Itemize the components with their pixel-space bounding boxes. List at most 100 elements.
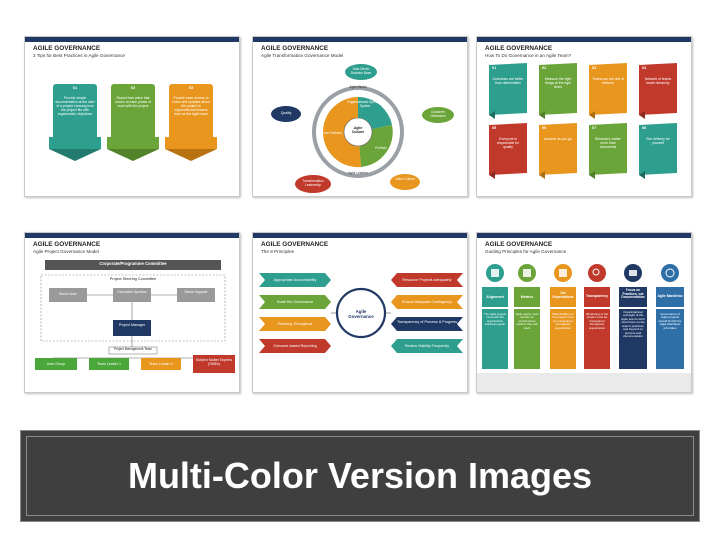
col-6 <box>656 264 684 369</box>
slide-title: AGILE GOVERNANCE <box>261 241 329 248</box>
center-circle <box>335 287 387 339</box>
guiding-principles-graphic <box>477 264 691 392</box>
col-3-head: Set Expectations <box>552 291 574 299</box>
bottom-box-team-1 <box>89 358 129 370</box>
slide-top-bar <box>253 233 467 238</box>
role-label-user: Senior User <box>59 292 77 296</box>
flag-1-number: 01 <box>492 66 497 70</box>
flag-3-text: Teams are the unit of delivery <box>592 77 624 85</box>
flag-6-number: 06 <box>542 126 547 130</box>
flag-4-number: 04 <box>642 66 647 70</box>
flag-row-2 <box>489 123 677 179</box>
role-label-sponsor: Executive/ Sponsor <box>117 290 147 294</box>
col-6-text: Governance of Agile projects should fit … <box>658 312 682 330</box>
slide-thumbnail-1[interactable]: AGILE GOVERNANCE 3 Tips for Best Practic… <box>24 36 240 197</box>
bottom-box-team-2 <box>141 358 181 370</box>
manager-label: Project Manager <box>118 323 146 327</box>
flag-7-number: 07 <box>592 126 597 130</box>
tip-3-shape <box>165 84 217 161</box>
ring-label-leaders: Agile Leaders <box>348 171 368 175</box>
slide-title: AGILE GOVERNANCE <box>33 241 101 248</box>
flag-8-number: 08 <box>642 126 647 130</box>
bottom-box-user-group <box>35 358 77 370</box>
left-arrow-4 <box>259 339 331 353</box>
col-3 <box>550 264 576 369</box>
manager-box <box>113 320 151 336</box>
left-arrow-1 <box>259 273 331 287</box>
flag-8-text: See delivery for yourself <box>646 137 670 145</box>
steering-label: Project Steering Committee <box>109 277 157 281</box>
left-label-2: Scale the Governance <box>276 300 314 304</box>
right-arrow-3 <box>391 317 463 331</box>
principles-graphic <box>259 273 463 353</box>
left-arrow-3 <box>259 317 331 331</box>
col-4-text: Monitoring of the project must be transp… <box>585 312 609 330</box>
outer-node-vision <box>390 174 420 190</box>
inner-label-operating: Organizational Operating System <box>347 100 383 108</box>
left-label-3: Planning Throughout <box>277 322 313 326</box>
bottom-label-sme: Subject Matter Experts (SMEs) <box>195 358 233 367</box>
org-chart-graphic <box>35 260 235 373</box>
col-5-text: Organizational oversight of the Agile te… <box>621 310 645 339</box>
slide-thumbnail-3[interactable]: AGILE GOVERNANCE How To Do Governance in… <box>476 36 692 197</box>
flag-5-text: Everyone is responsible for quality <box>496 137 520 149</box>
slide-title: AGILE GOVERNANCE <box>485 45 553 52</box>
slide-thumbnail-5[interactable]: AGILE GOVERNANCE The 8 Principles Agile … <box>252 232 468 393</box>
role-box-sponsor <box>113 288 151 302</box>
slide-title: AGILE GOVERNANCE <box>261 45 329 52</box>
flags-graphic <box>489 63 677 179</box>
governance-model-graphic <box>271 64 454 193</box>
col-3-text: Stakeholders on the project must be tran… <box>552 312 574 330</box>
center-label: Agile Culture <box>351 126 365 135</box>
tip-2-number: 02 <box>130 85 136 90</box>
right-label-2: Ensure Adequate Contingency <box>402 300 452 304</box>
left-label-4: Outcome-based Reporting <box>273 344 317 348</box>
slide-thumbnail-4[interactable]: AGILE GOVERNANCE Agile Project Governanc… <box>24 232 240 393</box>
slide-title: AGILE GOVERNANCE <box>33 45 101 52</box>
col-1-head: Alignment <box>486 295 504 299</box>
committee-box <box>45 260 221 270</box>
banner-frame <box>26 436 694 516</box>
flag-5-number: 05 <box>492 126 497 130</box>
bottom-label-team-1: Team Leader 1 <box>97 362 121 366</box>
col-5-head: Focus on Practices, not Documentation <box>621 288 645 300</box>
slide-subtitle: Agile Transformation Governance Model <box>261 53 344 58</box>
inner-label-portfolio: Portfolio <box>375 146 387 150</box>
right-arrow-4 <box>391 339 463 353</box>
slide-thumbnail-2[interactable]: AGILE GOVERNANCE Agile Transformation Go… <box>252 36 468 197</box>
slide-subtitle: Agile Project Governance Model <box>33 249 99 254</box>
role-box-user <box>49 288 87 302</box>
tip-1-shape <box>49 84 101 161</box>
flag-3-number: 03 <box>592 66 597 70</box>
slide-top-bar <box>477 37 691 42</box>
tip-1-number: 01 <box>72 85 78 90</box>
flag-2-number: 02 <box>542 66 547 70</box>
role-label-supplier: Senior Supplier <box>184 290 208 294</box>
outer-label-vision: Vision Culture <box>395 177 415 181</box>
col-5 <box>619 264 647 369</box>
tip-3-text: Provide ease access to notes and updates… <box>172 96 210 116</box>
bottom-label-team-2: Team Leader 2 <box>149 362 173 366</box>
left-label-1: Appropriate Accountability <box>273 278 317 282</box>
right-arrow-2 <box>391 295 463 309</box>
team-label-box <box>108 346 158 355</box>
col-2-text: Agile teams must decide on performance m… <box>515 312 539 330</box>
banner: Multi-Color Version Images <box>20 430 700 522</box>
slide-top-bar <box>477 233 691 238</box>
tip-3-number: 03 <box>188 85 194 90</box>
segment-team-delivery <box>322 96 361 168</box>
center-label: Agile Governance <box>348 309 374 320</box>
outer-label-customer: Customer Obsession <box>430 110 446 118</box>
ring-label-studio: Agile Studio <box>349 85 367 89</box>
outer-node-transformation <box>295 175 331 193</box>
slide-thumbnail-6[interactable]: AGILE GOVERNANCE Guiding Principles for … <box>476 232 692 393</box>
outer-node-quality <box>271 106 301 122</box>
slide-subtitle: Guiding Principles for Agile Governance <box>485 249 567 254</box>
outer-node-customer <box>422 107 454 123</box>
tip-2-shape <box>107 84 159 161</box>
flag-7-text: Behaviors matter more than documents <box>595 137 621 149</box>
team-label: Project Management Team <box>113 347 153 351</box>
flag-4-text: Network of teams beats hierarchy <box>644 77 672 85</box>
center-circle <box>343 117 373 147</box>
slide-subtitle: How To Do Governance in an Agile Team? <box>485 53 572 58</box>
